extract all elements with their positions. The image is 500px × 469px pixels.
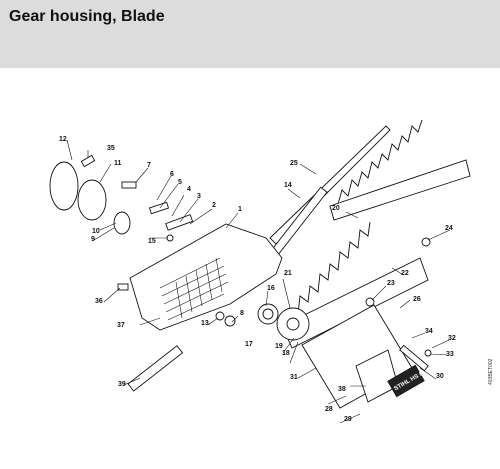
part-4 [148, 201, 170, 215]
callout-20: 20 [332, 205, 340, 212]
screw-24 [421, 237, 431, 247]
callout-37: 37 [117, 322, 125, 329]
leader-lines [66, 139, 451, 424]
upper-blade [329, 119, 471, 221]
callout-6: 6 [170, 171, 174, 178]
part-36 [117, 283, 129, 291]
callout-26: 26 [413, 296, 421, 303]
callout-38: 38 [338, 386, 346, 393]
callout-15: 15 [148, 238, 156, 245]
callout-25: 25 [290, 160, 298, 167]
ring-8 [224, 315, 236, 327]
header-bar [0, 0, 500, 68]
callout-1: 1 [238, 206, 242, 213]
callout-33: 33 [446, 351, 454, 358]
callout-23: 23 [387, 280, 395, 287]
part-7 [121, 181, 137, 189]
tube-wrench [127, 345, 184, 392]
callout-3: 3 [197, 193, 201, 200]
page-title: Gear housing, Blade [9, 8, 165, 25]
callout-2: 2 [212, 202, 216, 209]
callout-24: 24 [445, 225, 453, 232]
part-3 [165, 214, 194, 231]
exploded-parts-diagram: STIHL HS 82 1 2 3 4 5 6 7 8 9 10 11 12 1… [49, 119, 471, 424]
callout-13: 13 [201, 320, 209, 327]
callout-4: 4 [187, 186, 191, 193]
callout-32: 32 [448, 335, 456, 342]
callout-19: 19 [275, 343, 283, 350]
housing-fins [159, 257, 229, 321]
clutch-cover [49, 161, 79, 211]
callout-31: 31 [290, 374, 298, 381]
callout-17: 17 [245, 341, 253, 348]
callout-7: 7 [147, 162, 151, 169]
callout-10: 10 [92, 228, 100, 235]
clutch-drum [77, 179, 107, 221]
pin-30 [399, 344, 429, 372]
screw-33 [424, 349, 432, 357]
callout-39: 39 [118, 381, 126, 388]
callout-29: 29 [344, 416, 352, 423]
callout-11: 11 [114, 160, 122, 167]
callout-36: 36 [95, 298, 103, 305]
gear-hub [286, 317, 300, 331]
callout-5: 5 [178, 179, 182, 186]
drawing-code: 403BET002 [488, 358, 494, 385]
callout-35: 35 [107, 145, 115, 152]
callout-9: 9 [91, 236, 95, 243]
part-35 [80, 154, 96, 168]
callout-8: 8 [240, 310, 244, 317]
callout-30: 30 [436, 373, 444, 380]
callout-18: 18 [282, 350, 290, 357]
lower-blade [281, 221, 429, 349]
callout-34: 34 [425, 328, 433, 335]
washer-16-inner [262, 308, 274, 320]
callout-21: 21 [284, 270, 292, 277]
callout-22: 22 [401, 270, 409, 277]
callout-16: 16 [267, 285, 275, 292]
clutch-ring [113, 211, 131, 235]
blade-label-plate: STIHL HS 82 [387, 364, 428, 398]
callout-28: 28 [325, 406, 333, 413]
callout-14: 14 [284, 182, 292, 189]
callout-12: 12 [59, 136, 67, 143]
